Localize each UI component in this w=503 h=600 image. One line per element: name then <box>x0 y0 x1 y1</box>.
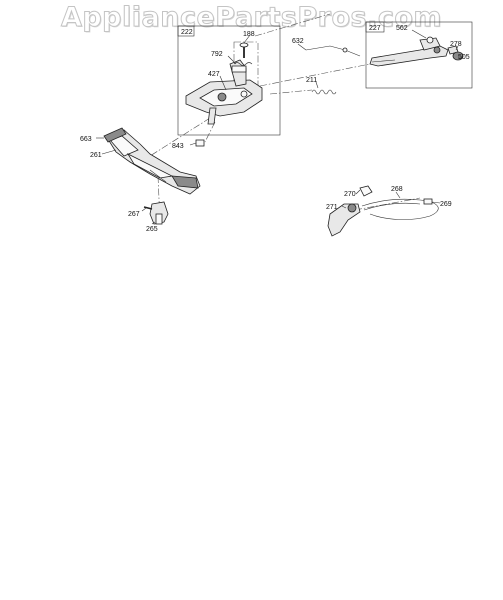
assembly-box-222: 222 <box>177 25 281 136</box>
callout-843: 843 <box>172 143 184 150</box>
callout-188: 188 <box>243 31 255 38</box>
callout-211: 211 <box>306 77 317 84</box>
leader-lines <box>96 29 462 225</box>
spring-792 <box>231 62 253 73</box>
callout-labels: 188 792 632 562 278 505 427 211 663 261 … <box>80 25 470 233</box>
control-lever <box>369 36 464 67</box>
callout-427: 427 <box>208 71 220 78</box>
callout-632: 632 <box>292 38 304 45</box>
callout-267: 267 <box>128 211 140 218</box>
bracket-plate <box>185 59 263 125</box>
pin-843 <box>195 139 205 147</box>
callout-278: 278 <box>450 41 462 48</box>
callout-271: 271 <box>326 204 338 211</box>
screw-188 <box>239 42 249 58</box>
callout-663: 663 <box>80 136 92 143</box>
callout-792: 792 <box>211 51 223 58</box>
link-rod-632 <box>305 45 361 57</box>
callout-227: 227 <box>369 25 381 32</box>
fitting-265 <box>143 201 169 225</box>
callout-222: 222 <box>181 29 193 36</box>
handle-261 <box>103 127 201 195</box>
callout-268: 268 <box>391 186 403 193</box>
assembly-box-227: 227 <box>365 21 473 89</box>
callout-505: 505 <box>458 54 470 61</box>
callout-562: 562 <box>396 25 408 32</box>
callout-269: 269 <box>440 201 452 208</box>
callout-270: 270 <box>344 191 356 198</box>
callout-261: 261 <box>90 152 102 159</box>
callout-265: 265 <box>146 226 158 233</box>
watermark: AppliancePartsPros.com <box>60 2 443 34</box>
spring-211 <box>311 89 337 95</box>
cable-assembly <box>327 185 439 237</box>
